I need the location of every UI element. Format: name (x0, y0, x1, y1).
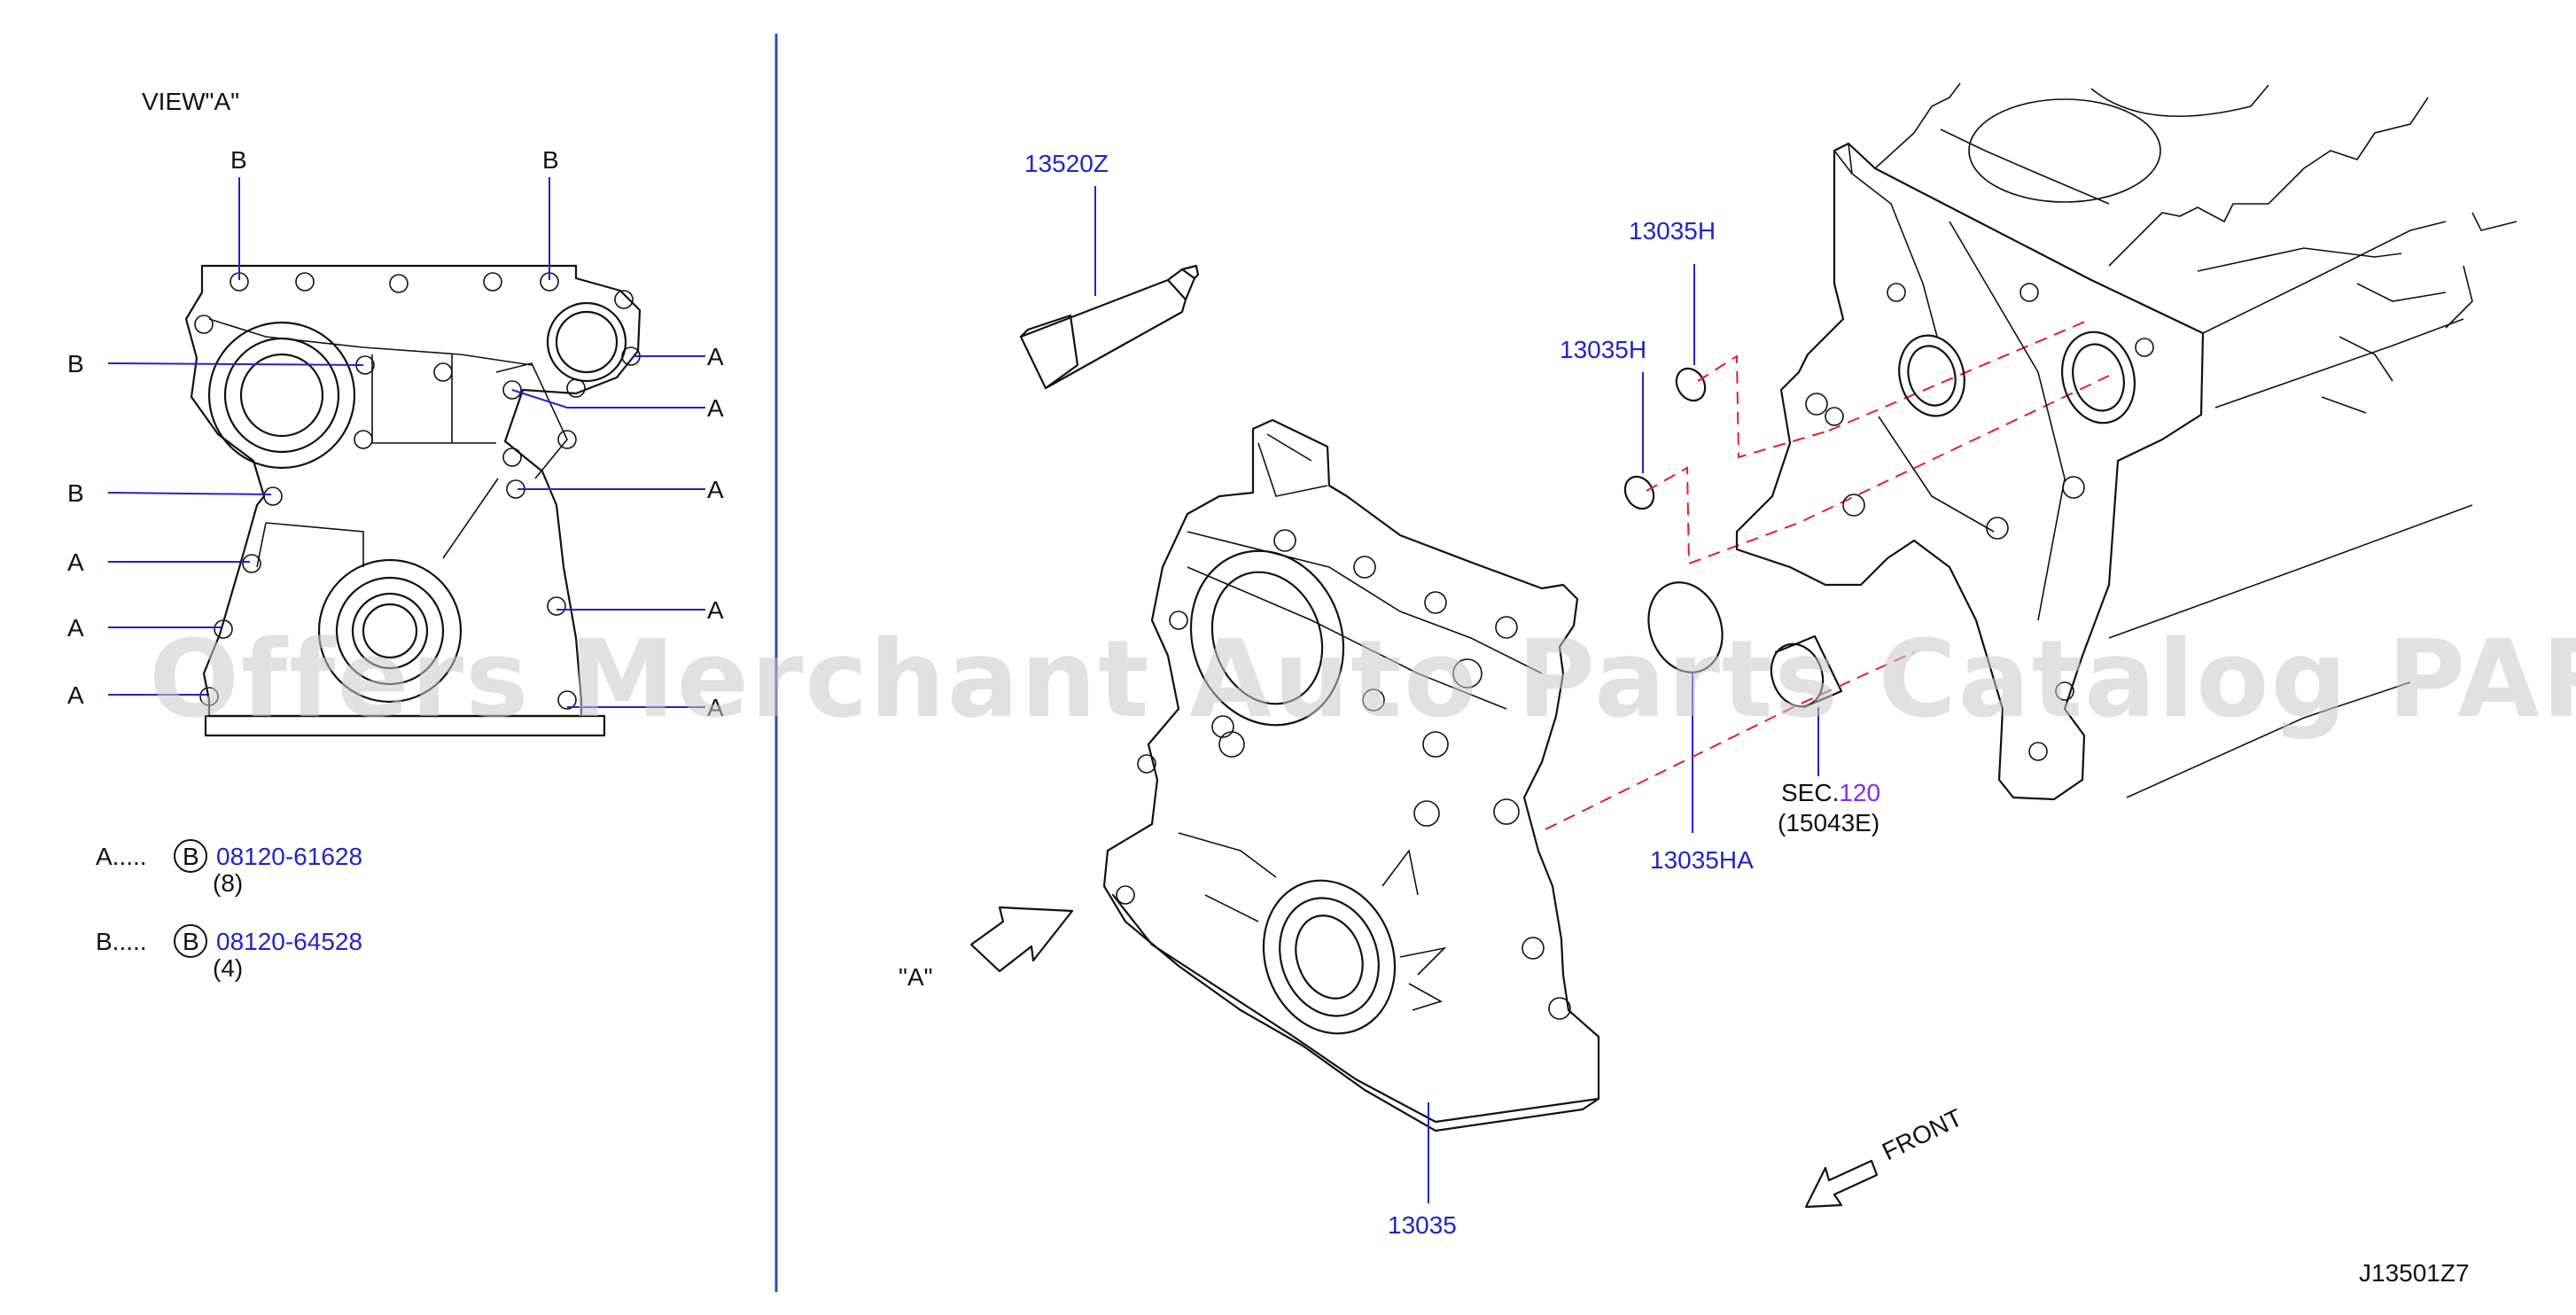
callout-a-right-4: A (707, 596, 724, 624)
timing-cover-illustration (1102, 418, 1600, 1132)
callout-a-right-5: A (707, 694, 724, 721)
callout-a-left-1: A (67, 549, 84, 576)
callout-b-top-left: B (230, 146, 247, 174)
drawing-id: J13501Z7 (2359, 1259, 2470, 1287)
bolt-badge-icon (174, 924, 207, 958)
svg-text:(8): (8) (213, 869, 243, 897)
part-13035ha[interactable]: 13035HA (1650, 846, 1754, 874)
sec-ref[interactable]: SEC.120 (1781, 779, 1880, 806)
svg-text:A.....: A..... (96, 843, 147, 870)
bolt-legend: A..... B 08120-61628 (8) B..... B 08120-… (96, 839, 362, 982)
sealant-tube-illustration (1019, 264, 1200, 390)
legend-part-b: 08120-64528 (216, 928, 362, 955)
part-13035h-top[interactable]: 13035H (1629, 217, 1716, 245)
bolt-badge-icon (174, 839, 207, 873)
sec-sub-ref: (15043E) (1778, 809, 1879, 836)
legend-part-a: 08120-61628 (216, 843, 362, 870)
callout-a-right-2: A (707, 394, 724, 422)
callout-b-left-2: B (67, 479, 84, 507)
svg-text:(4): (4) (213, 954, 243, 982)
part-13035h-mid[interactable]: 13035H (1560, 336, 1646, 363)
oring-mid-icon (1623, 475, 1655, 510)
view-arrow-label: "A" (899, 963, 933, 991)
callout-a-right-1: A (707, 343, 724, 370)
callout-a-right-3: A (707, 476, 724, 503)
view-title: VIEW"A" (142, 88, 239, 115)
legend-row-b: B..... B 08120-64528 (4) (96, 924, 362, 982)
legend-row-a: A..... B 08120-61628 (8) (96, 839, 362, 897)
part-13035[interactable]: 13035 (1388, 1211, 1457, 1239)
view-a-cover-outline (184, 264, 642, 737)
alignment-dashed-lines (1545, 318, 2110, 830)
oring-large-icon (1647, 581, 1724, 673)
front-label: FRONT (1878, 1103, 1966, 1165)
engine-block-illustration (1735, 82, 2518, 801)
callout-b-top-right: B (542, 146, 559, 174)
callout-a-left-3: A (67, 681, 84, 709)
svg-text:B.....: B..... (96, 928, 147, 955)
callout-b-left-1: B (67, 350, 84, 377)
view-arrow-icon (969, 906, 1074, 973)
watermark-text: Offers Merchant Auto Parts Catalog PARTS… (149, 619, 2576, 742)
oring-top-icon (1675, 367, 1707, 402)
svg-text:B: B (183, 843, 199, 870)
view-a-leaders (107, 177, 705, 708)
view-a-callouts: B B B B A A A A A A A A (67, 146, 724, 721)
svg-text:B: B (183, 928, 199, 955)
front-arrow-icon (1804, 1159, 1879, 1209)
sleeve-illustration (1770, 634, 1843, 709)
part-13520z[interactable]: 13520Z (1024, 150, 1109, 177)
callout-a-left-2: A (67, 614, 84, 642)
